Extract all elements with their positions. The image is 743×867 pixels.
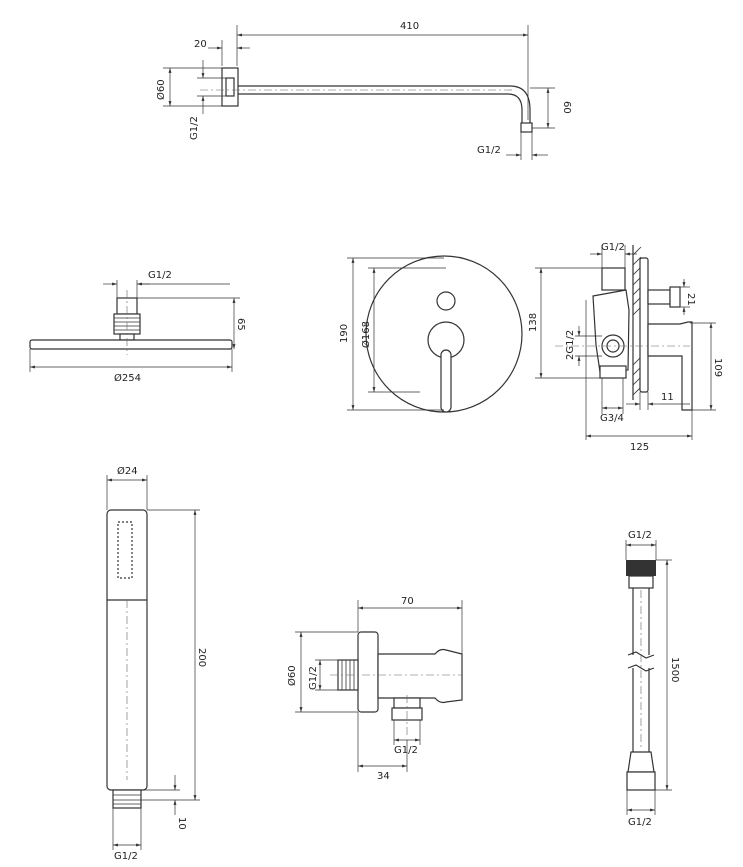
mixer-front-view: 190 Ø168 <box>339 255 523 413</box>
wall-outlet: 70 Ø60 G1/2 G1/2 34 <box>286 596 463 782</box>
hand-shower: Ø24 200 10 G1/2 <box>106 465 207 862</box>
side-plate-offset-label: 11 <box>661 392 674 403</box>
plate-diameter-label: Ø168 <box>360 321 372 348</box>
arm-length-label: 410 <box>400 21 419 32</box>
side-depth-label: 125 <box>630 442 649 453</box>
outlet-flange-diameter-label: Ø60 <box>286 665 298 686</box>
arm-outlet-thread-label: G1/2 <box>477 145 501 156</box>
outlet-length-label: 70 <box>401 596 414 607</box>
hose-length-label: 1500 <box>669 657 680 682</box>
shower-hose: G1/2 1500 G1/2 <box>625 530 680 828</box>
side-outlet-thread-label: 2G1/2 <box>565 330 576 360</box>
head-shower: G1/2 65 Ø254 <box>29 270 246 384</box>
hand-length-label: 200 <box>196 648 207 667</box>
head-thread-label: G1/2 <box>148 270 172 281</box>
hose-top-thread-label: G1/2 <box>628 530 652 541</box>
shower-arm: 410 20 Ø60 G1/2 60 G1/2 <box>155 21 572 160</box>
side-pipe-diameter-label: 21 <box>685 293 696 306</box>
hose-bottom-thread-label: G1/2 <box>628 817 652 828</box>
arm-drop-label: 60 <box>561 101 572 114</box>
side-body-height-label: 138 <box>528 313 539 332</box>
outlet-outlet-thread-label: G1/2 <box>394 745 418 756</box>
flange-depth-label: 20 <box>194 39 207 50</box>
head-height-label: 65 <box>235 318 246 331</box>
mixer-side-view: G1/2 21 138 2G1/2 109 11 G3/4 125 <box>528 242 723 453</box>
arm-inlet-thread-label: G1/2 <box>189 116 200 140</box>
outlet-inlet-thread-label: G1/2 <box>308 666 319 690</box>
side-trim-height-label: 109 <box>712 358 723 377</box>
head-diameter-label: Ø254 <box>114 372 141 384</box>
flange-diameter-label: Ø60 <box>155 79 167 100</box>
hand-diameter-label: Ø24 <box>117 465 138 477</box>
outlet-offset-label: 34 <box>377 771 390 782</box>
hand-thread-label: G1/2 <box>114 851 138 862</box>
plate-height-label: 190 <box>339 324 350 343</box>
side-top-thread-label: G1/2 <box>601 242 625 253</box>
hand-thread-length-label: 10 <box>176 817 187 830</box>
side-bottom-thread-label: G3/4 <box>600 413 624 424</box>
